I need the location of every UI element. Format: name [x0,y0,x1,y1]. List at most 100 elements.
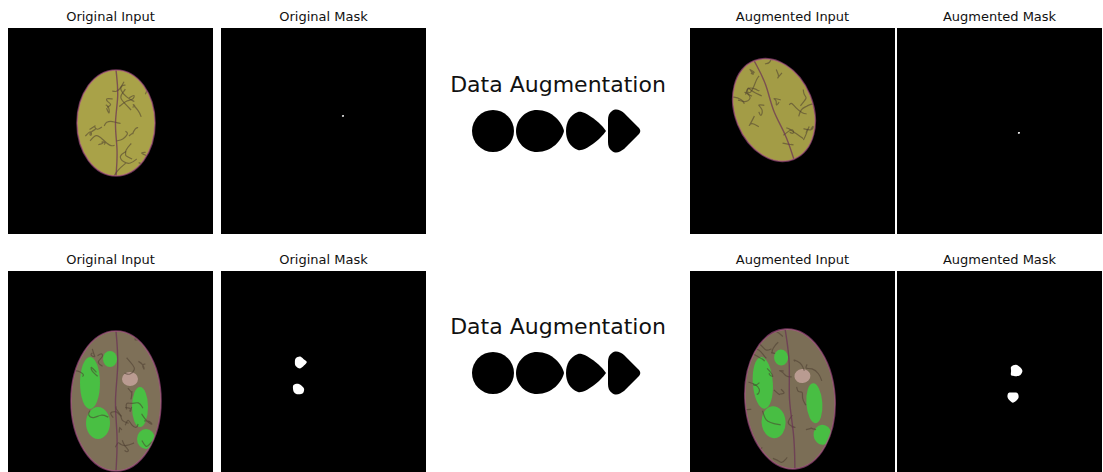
tumor-mask [221,28,426,234]
sulcus [125,358,135,375]
midline [115,331,117,471]
sulcus [79,159,83,164]
mask-region [342,115,344,117]
image-panel: Augmented Input [690,6,895,234]
black-panel [690,28,895,234]
sulcus [815,134,829,149]
mask-region [1007,392,1018,402]
brain-tissue [71,331,161,471]
sulcus [763,410,781,426]
sulcus [119,95,134,106]
sulcus [152,341,158,347]
black-panel [897,28,1102,234]
edema-region [86,407,110,439]
sulcus [775,68,783,78]
brain-scan [8,271,213,472]
sulcus [727,94,744,109]
black-panel [221,28,426,234]
sulcus [126,403,143,410]
black-panel [690,271,895,472]
lesion-core [794,369,811,384]
sulcus [91,349,95,357]
sulcus [744,76,764,93]
morph-rounded-triangle [566,354,606,392]
sulcus [778,46,796,61]
image-panel: Augmented Input [690,249,895,472]
sulcus [748,381,759,395]
edema-region [813,424,832,445]
sulcus [820,334,834,354]
sulcus [746,343,764,362]
mask-region [293,384,304,395]
midline [754,60,796,159]
sulcus [125,144,132,160]
morph-rounded [516,352,564,394]
sulcus [774,389,784,395]
mask-panel: Augmented Mask [897,6,1102,234]
black-panel [897,271,1102,472]
sulcus [774,96,782,105]
mask-region [1011,365,1023,376]
brain-rim [740,326,840,472]
brain-detail [727,323,842,472]
sulcus [789,99,807,118]
brain-slice [727,323,842,472]
sulcus [142,414,152,424]
sulcus [750,68,755,75]
tumor-mask [897,271,1102,472]
sulcus [129,128,138,136]
brain-tissue [77,70,155,176]
edema-region [805,383,824,424]
sulcus [756,103,767,115]
sulcus [142,436,158,446]
panel-title: Augmented Input [690,6,895,28]
brain-scan [690,271,895,472]
sulcus [116,131,127,141]
sulcus [806,428,816,431]
sulcus [85,129,95,136]
edema-region [80,357,100,409]
sulcus [90,136,115,146]
sulcus [806,363,822,381]
sulcus [91,367,98,376]
sulcus [767,368,773,377]
panel-title: Original Mask [221,6,426,28]
sulcus [132,105,141,117]
sulcus [67,75,84,88]
sulcus [709,79,731,92]
sulcus [799,328,814,338]
sulcus [138,361,145,369]
sulcus [106,105,109,113]
panel-title: Original Input [8,249,213,271]
sulcus [799,127,813,141]
midline [115,70,117,176]
sulcus [119,427,121,433]
morph-triangle [608,352,640,395]
black-panel [8,28,213,234]
brain-detail [73,331,158,471]
midline [785,329,797,469]
morph-rounded [516,110,564,152]
sulcus [90,126,102,130]
morph-arrow [472,110,640,153]
sulcus [786,124,802,143]
sulcus [797,386,806,406]
sulcus [104,121,120,126]
black-panel [8,271,213,472]
brain-scan [690,28,895,234]
edema-region [774,349,789,366]
brain-slice [67,70,160,179]
tumor-mask [897,28,1102,234]
panel-title: Augmented Mask [897,6,1102,28]
edema-region [103,351,117,367]
sulcus [120,151,136,163]
panel-title: Augmented Mask [897,249,1102,271]
morph-circle [472,110,514,152]
mask-panel: Augmented Mask [897,249,1102,472]
sulcus [753,383,759,386]
edema-region [760,405,786,439]
sulcus [796,102,820,117]
brain-detail [67,70,160,179]
brain-tissue [740,326,840,472]
brain-rim [71,331,161,471]
